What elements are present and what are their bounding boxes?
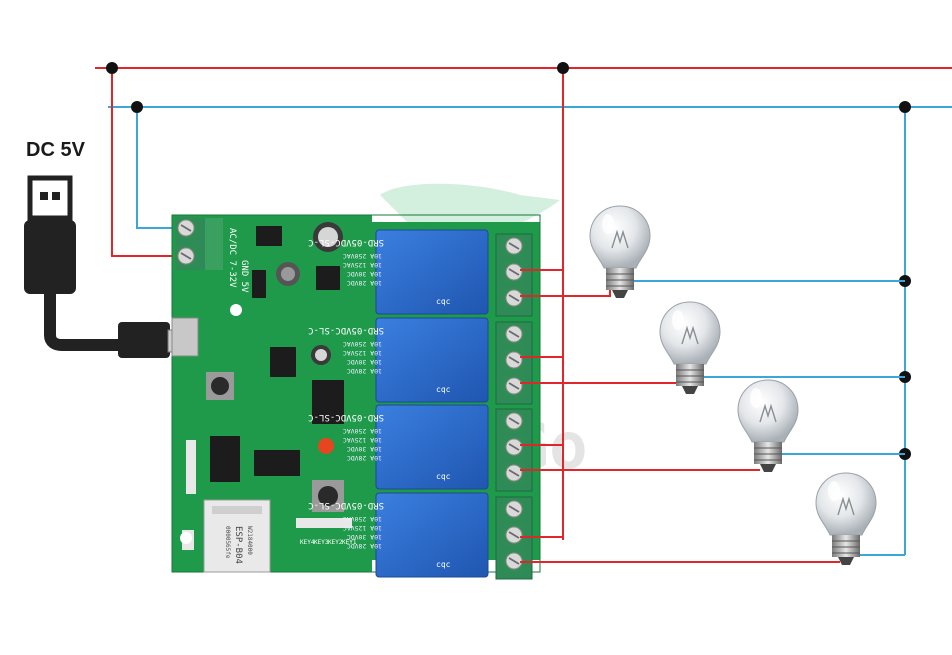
relay-rating: 10A 28VDC — [347, 367, 382, 375]
relay-rating: 10A 125VAC — [343, 349, 382, 357]
load-wires — [520, 269, 905, 563]
relay-model: SRD-05VDC-SL-C — [308, 412, 384, 422]
relay-rating: 10A 250VAC — [343, 340, 382, 348]
status-led — [318, 438, 334, 454]
relay-model: SRD-05VDC-SL-C — [308, 325, 384, 335]
ic-chip — [316, 266, 340, 290]
output-terminal-2 — [495, 321, 533, 405]
relay-rating: 10A 28VDC — [347, 454, 382, 462]
light-bulb-icon — [815, 472, 877, 566]
lamp-4 — [815, 472, 877, 566]
key-label: KEY3 — [314, 539, 329, 546]
light-bulb-icon — [589, 205, 651, 299]
light-bulb-icon — [659, 301, 721, 395]
ic-chip — [256, 226, 282, 246]
relay-rating: 10A 250VAC — [343, 252, 382, 260]
relay-rating: 10A 28VDC — [347, 279, 382, 287]
lamp-2 — [659, 301, 721, 395]
relay-cert: cqc — [436, 385, 451, 394]
tact-switch — [206, 372, 234, 400]
capacitor — [313, 222, 343, 252]
micro-usb-port — [171, 317, 199, 357]
ic-chip — [312, 380, 344, 424]
relay-rating: 10A 250VAC — [343, 427, 382, 435]
key-label: KEY1 — [342, 539, 357, 546]
ic-chip — [254, 450, 300, 476]
supply-label: DC 5V — [26, 139, 85, 161]
relay-rating: 10A 30VDC — [347, 270, 382, 278]
mount-hole — [230, 304, 242, 316]
relay-rating: 10A 30VDC — [347, 358, 382, 366]
inductor — [276, 262, 300, 286]
relay-cert: cqc — [436, 297, 451, 306]
relay-model: SRD-05VDC-SL-C — [308, 237, 384, 247]
module-code: W2184000 — [246, 526, 253, 555]
key-labels: KEY4 KEY3 KEY2 KEY1 — [300, 539, 357, 546]
usb-plug-icon — [24, 175, 197, 358]
module-label: ESP-B04 — [233, 526, 243, 564]
wire-bus — [95, 67, 952, 555]
junctions — [106, 62, 911, 460]
input-label: AC/DC 7-32V — [227, 228, 237, 288]
relay-cert: cqc — [436, 560, 451, 569]
ic-chip — [252, 270, 266, 298]
relay-board: AC/DC 7-32V GND 5V — [171, 214, 541, 580]
module-code: 0000565fe — [224, 526, 231, 559]
gnd-label: GND 5V — [239, 260, 249, 293]
key-label: KEY2 — [328, 539, 343, 546]
relay-rating: 10A 125VAC — [343, 436, 382, 444]
relay-rating: 10A 30VDC — [347, 445, 382, 453]
key-label: KEY4 — [300, 539, 315, 546]
lamp-1 — [589, 205, 651, 299]
output-terminal-1 — [495, 233, 533, 317]
wifi-module: ESP-B04 0000565fe W2184000 — [203, 499, 271, 573]
relay-rating: 10A 125VAC — [343, 261, 382, 269]
output-terminal-3 — [495, 408, 533, 492]
relay-model: SRD-05VDC-SL-C — [308, 500, 384, 510]
ic-chip — [210, 436, 240, 482]
light-bulb-icon — [737, 379, 799, 473]
capacitor — [311, 345, 331, 365]
relay-rating: 10A 28VDC — [347, 542, 382, 550]
tact-switch — [312, 480, 344, 512]
relay-rating: 10A 125VAC — [343, 524, 382, 532]
lamp-3 — [737, 379, 799, 473]
relay-rating: 10A 30VDC — [347, 533, 382, 541]
input-terminal — [174, 216, 223, 270]
relay-rating: 10A 250VAC — [343, 515, 382, 523]
ic-chip — [270, 347, 296, 377]
mount-hole — [180, 532, 192, 544]
relay-cert: cqc — [436, 472, 451, 481]
